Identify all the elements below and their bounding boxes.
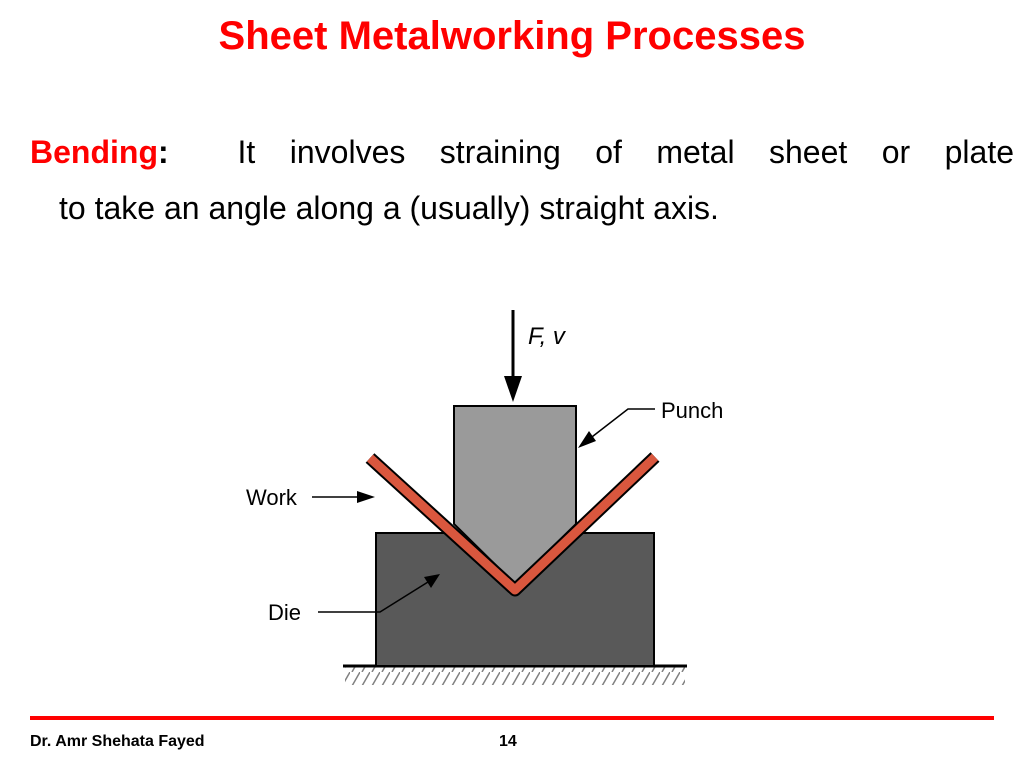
slide-title: Sheet Metalworking Processes <box>218 14 806 58</box>
definition-line-2: to take an angle along a (usually) strai… <box>59 190 719 226</box>
definition-text-1: It involves straining of metal sheet or … <box>237 134 1015 170</box>
definition-paragraph: Bending: It involves straining of metal … <box>30 124 1014 236</box>
punch-leader-arrowhead <box>578 431 596 448</box>
work-label: Work <box>246 485 298 510</box>
ground-hatch <box>345 667 685 685</box>
footer-rule <box>30 716 994 720</box>
term-bending: Bending <box>30 134 158 170</box>
force-arrow-head <box>504 376 522 402</box>
die-label: Die <box>268 600 301 625</box>
definition-line-1: Bending: It involves straining of metal … <box>30 124 1014 180</box>
page-number: 14 <box>499 733 517 750</box>
force-label: F, v <box>528 323 567 350</box>
footer-author: Dr. Amr Shehata Fayed <box>30 733 205 750</box>
punch-leader-line <box>587 408 655 441</box>
punch-label: Punch <box>661 398 723 423</box>
die-leader-line <box>318 581 429 613</box>
work-leader-arrowhead <box>357 491 375 503</box>
die-leader-arrowhead <box>424 574 440 588</box>
work-sheet-fill <box>366 453 659 595</box>
term-colon: : <box>157 134 169 170</box>
